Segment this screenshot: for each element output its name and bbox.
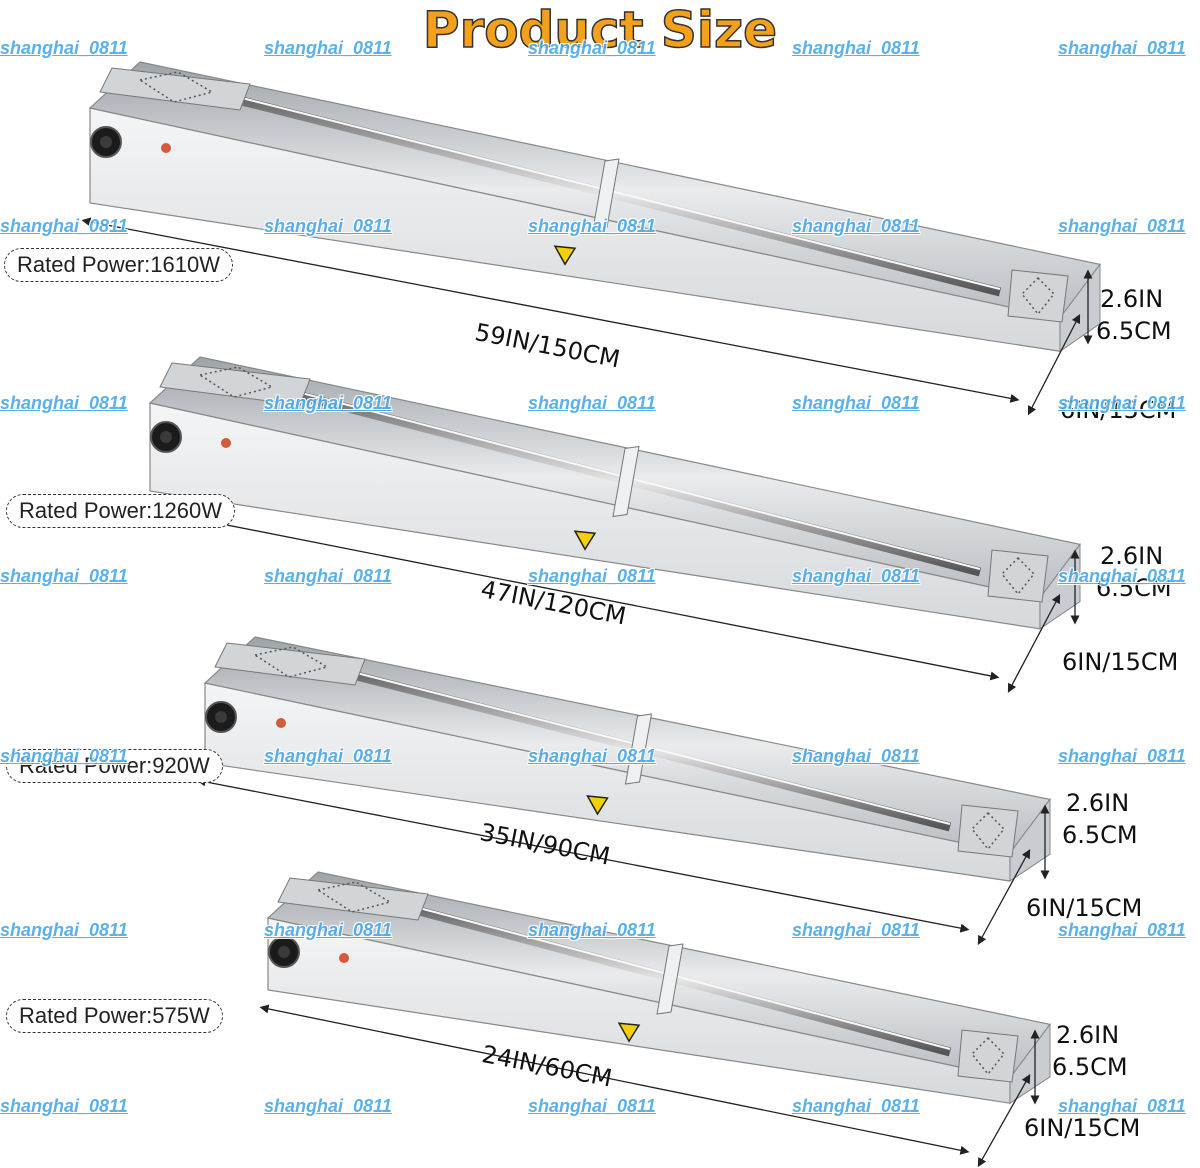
warmer-unit-1 bbox=[81, 61, 1102, 416]
watermark-text: shanghai_0811 bbox=[1058, 746, 1186, 766]
length-dimension-arrow bbox=[259, 1004, 970, 1155]
watermark-text: shanghai_0811 bbox=[528, 746, 656, 766]
watermark-text: shanghai_0811 bbox=[1058, 566, 1186, 586]
watermark-text: shanghai_0811 bbox=[0, 746, 128, 766]
page-title: Product Size bbox=[422, 0, 778, 60]
watermark-text: shanghai_0811 bbox=[0, 38, 128, 58]
watermark-text: shanghai_0811 bbox=[0, 393, 128, 413]
length-dimension-arrow bbox=[196, 777, 970, 933]
depth-label: 6IN/15CM bbox=[1062, 648, 1179, 676]
watermark-text: shanghai_0811 bbox=[792, 746, 920, 766]
indicator-light-icon bbox=[161, 143, 171, 153]
rated-power-badge: Rated Power:1260W bbox=[6, 494, 235, 528]
watermark-text: shanghai_0811 bbox=[264, 216, 392, 236]
watermark-text: shanghai_0811 bbox=[528, 393, 656, 413]
watermark-text: shanghai_0811 bbox=[264, 566, 392, 586]
watermark-text: shanghai_0811 bbox=[264, 920, 392, 940]
height-label-cm: 6.5CM bbox=[1062, 821, 1138, 849]
vent-plate-left bbox=[159, 362, 311, 406]
watermark-text: shanghai_0811 bbox=[528, 1096, 656, 1116]
indicator-light-icon bbox=[276, 718, 286, 728]
depth-dimension-arrow bbox=[977, 849, 1031, 945]
watermark-text: shanghai_0811 bbox=[0, 1096, 128, 1116]
watermark-text: shanghai_0811 bbox=[1058, 38, 1186, 58]
depth-dimension-arrow bbox=[1027, 313, 1081, 416]
rated-power-badge: Rated Power:920W bbox=[6, 749, 223, 783]
rated-power-badge: Rated Power:1610W bbox=[4, 248, 233, 282]
height-label-in: 2.6IN bbox=[1100, 542, 1164, 570]
watermark-text: shanghai_0811 bbox=[792, 920, 920, 940]
warmer-unit-4 bbox=[259, 871, 1052, 1168]
watermark-text: shanghai_0811 bbox=[0, 216, 128, 236]
watermark-text: shanghai_0811 bbox=[792, 566, 920, 586]
vent-plate-left bbox=[214, 642, 366, 686]
height-label-in: 2.6IN bbox=[1056, 1021, 1120, 1049]
watermark-text: shanghai_0811 bbox=[0, 566, 128, 586]
height-label-cm: 6.5CM bbox=[1096, 317, 1172, 345]
vent-plate-left bbox=[277, 877, 429, 921]
depth-label: 6IN/15CM bbox=[1024, 1114, 1141, 1142]
height-label-cm: 6.5CM bbox=[1052, 1053, 1128, 1081]
watermark-text: shanghai_0811 bbox=[528, 920, 656, 940]
warmer-unit-3 bbox=[196, 636, 1052, 945]
vent-pattern-icon bbox=[138, 71, 214, 103]
watermark-text: shanghai_0811 bbox=[264, 1096, 392, 1116]
watermark-text: shanghai_0811 bbox=[792, 38, 920, 58]
watermark-text: shanghai_0811 bbox=[264, 38, 392, 58]
watermark-text: shanghai_0811 bbox=[792, 393, 920, 413]
height-label-in: 2.6IN bbox=[1066, 789, 1130, 817]
watermark-text: shanghai_0811 bbox=[528, 566, 656, 586]
depth-dimension-arrow bbox=[977, 1074, 1031, 1168]
watermark-text: shanghai_0811 bbox=[264, 746, 392, 766]
length-dimension-arrow bbox=[141, 505, 1000, 681]
indicator-light-icon bbox=[339, 953, 349, 963]
watermark-text: shanghai_0811 bbox=[0, 920, 128, 940]
watermark-text: shanghai_0811 bbox=[1058, 920, 1186, 940]
height-label-cm: 6.5CM bbox=[1096, 574, 1172, 602]
watermark-text: shanghai_0811 bbox=[1058, 1096, 1186, 1116]
watermark-text: shanghai_0811 bbox=[792, 216, 920, 236]
warmer-unit-2 bbox=[141, 356, 1082, 693]
vent-pattern-icon bbox=[198, 366, 274, 398]
watermark-text: shanghai_0811 bbox=[1058, 393, 1186, 413]
indicator-light-icon bbox=[221, 438, 231, 448]
watermark-text: shanghai_0811 bbox=[1058, 216, 1186, 236]
watermark-text: shanghai_0811 bbox=[264, 393, 392, 413]
watermark-text: shanghai_0811 bbox=[792, 1096, 920, 1116]
rated-power-badge: Rated Power:575W bbox=[6, 999, 223, 1033]
height-label-in: 2.6IN bbox=[1100, 285, 1164, 313]
watermark-text: shanghai_0811 bbox=[528, 216, 656, 236]
depth-label: 6IN/15CM bbox=[1026, 894, 1143, 922]
vent-pattern-icon bbox=[253, 646, 329, 678]
depth-dimension-arrow bbox=[1007, 593, 1061, 693]
length-dimension-arrow bbox=[81, 217, 1020, 403]
watermark-text: shanghai_0811 bbox=[528, 38, 656, 58]
vent-pattern-icon bbox=[316, 881, 392, 913]
depth-label: 6IN/15CM bbox=[1060, 396, 1177, 424]
vent-plate-left bbox=[99, 67, 251, 111]
